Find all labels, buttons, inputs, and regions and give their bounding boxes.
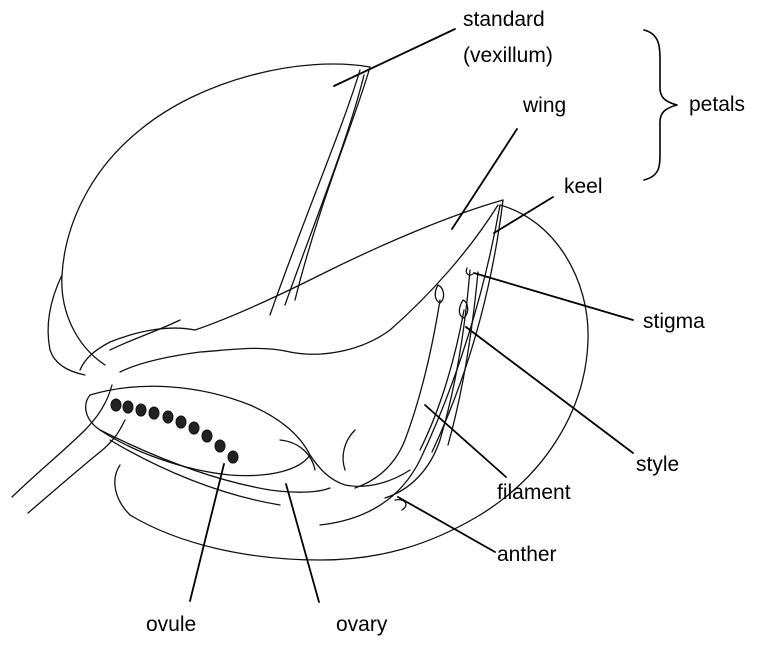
ovary-leader: [286, 484, 319, 602]
keel-label: keel: [564, 175, 603, 199]
vexillum-label: (vexillum): [463, 44, 553, 68]
ovule-leader: [190, 464, 224, 601]
petals-label: petals: [689, 93, 745, 117]
style-label: style: [636, 453, 679, 477]
anther-label: anther: [497, 543, 557, 567]
keel-petal: [115, 200, 588, 560]
filament-label: filament: [497, 481, 571, 505]
ovary-body: [86, 386, 410, 505]
style-leader: [466, 327, 633, 453]
standard-label: standard: [463, 8, 545, 32]
stigma-label: stigma: [643, 310, 705, 334]
ovule-label: ovule: [146, 613, 196, 637]
standard-leader: [334, 29, 455, 86]
stigma-leader: [474, 273, 633, 320]
pedicel: [12, 385, 125, 513]
ovary-label: ovary: [336, 613, 387, 637]
wing-label: wing: [523, 94, 566, 118]
stamens-and-style: [280, 268, 478, 510]
leader-lines: [190, 29, 633, 602]
ovules: [111, 399, 238, 463]
wing-leader: [452, 129, 517, 229]
petals-brace: [644, 30, 677, 180]
standard-petal: [48, 64, 370, 375]
anther-leader: [398, 497, 495, 552]
